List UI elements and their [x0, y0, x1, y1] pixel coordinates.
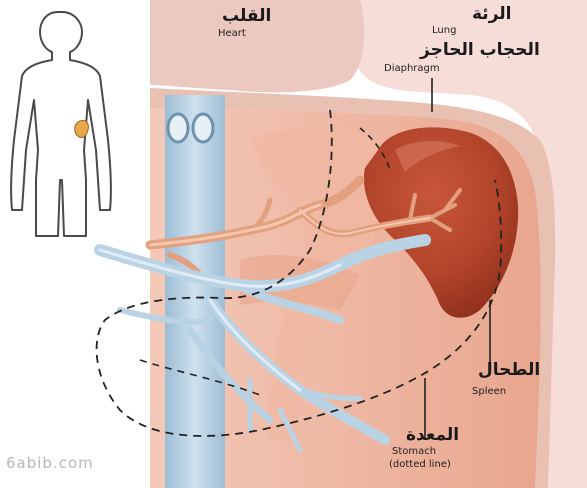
stomach-label-arabic: المعدة	[406, 425, 459, 445]
spleen-label-english: Spleen	[472, 386, 506, 397]
diaphragm-label-arabic: الحجاب الحاجز	[420, 40, 540, 60]
vena-cava-opening-left	[168, 114, 188, 142]
vena-cava-opening-right	[193, 114, 213, 142]
diaphragm-label-english: Diaphragm	[384, 63, 440, 74]
stomach-label-english-note: (dotted line)	[389, 459, 451, 470]
watermark: 6abib.com	[6, 454, 94, 472]
spleen-thumbnail-icon	[75, 120, 89, 137]
lung-label-english: Lung	[432, 25, 456, 36]
vena-cava	[165, 95, 225, 488]
body-outline-thumbnail	[11, 12, 111, 236]
stomach-label-english: Stomach	[392, 446, 436, 457]
lung-label-arabic: الرئة	[472, 4, 511, 24]
heart-label-english: Heart	[218, 28, 246, 39]
spleen-label-arabic: الطحال	[478, 360, 540, 380]
heart-label-arabic: القلب	[222, 6, 271, 26]
